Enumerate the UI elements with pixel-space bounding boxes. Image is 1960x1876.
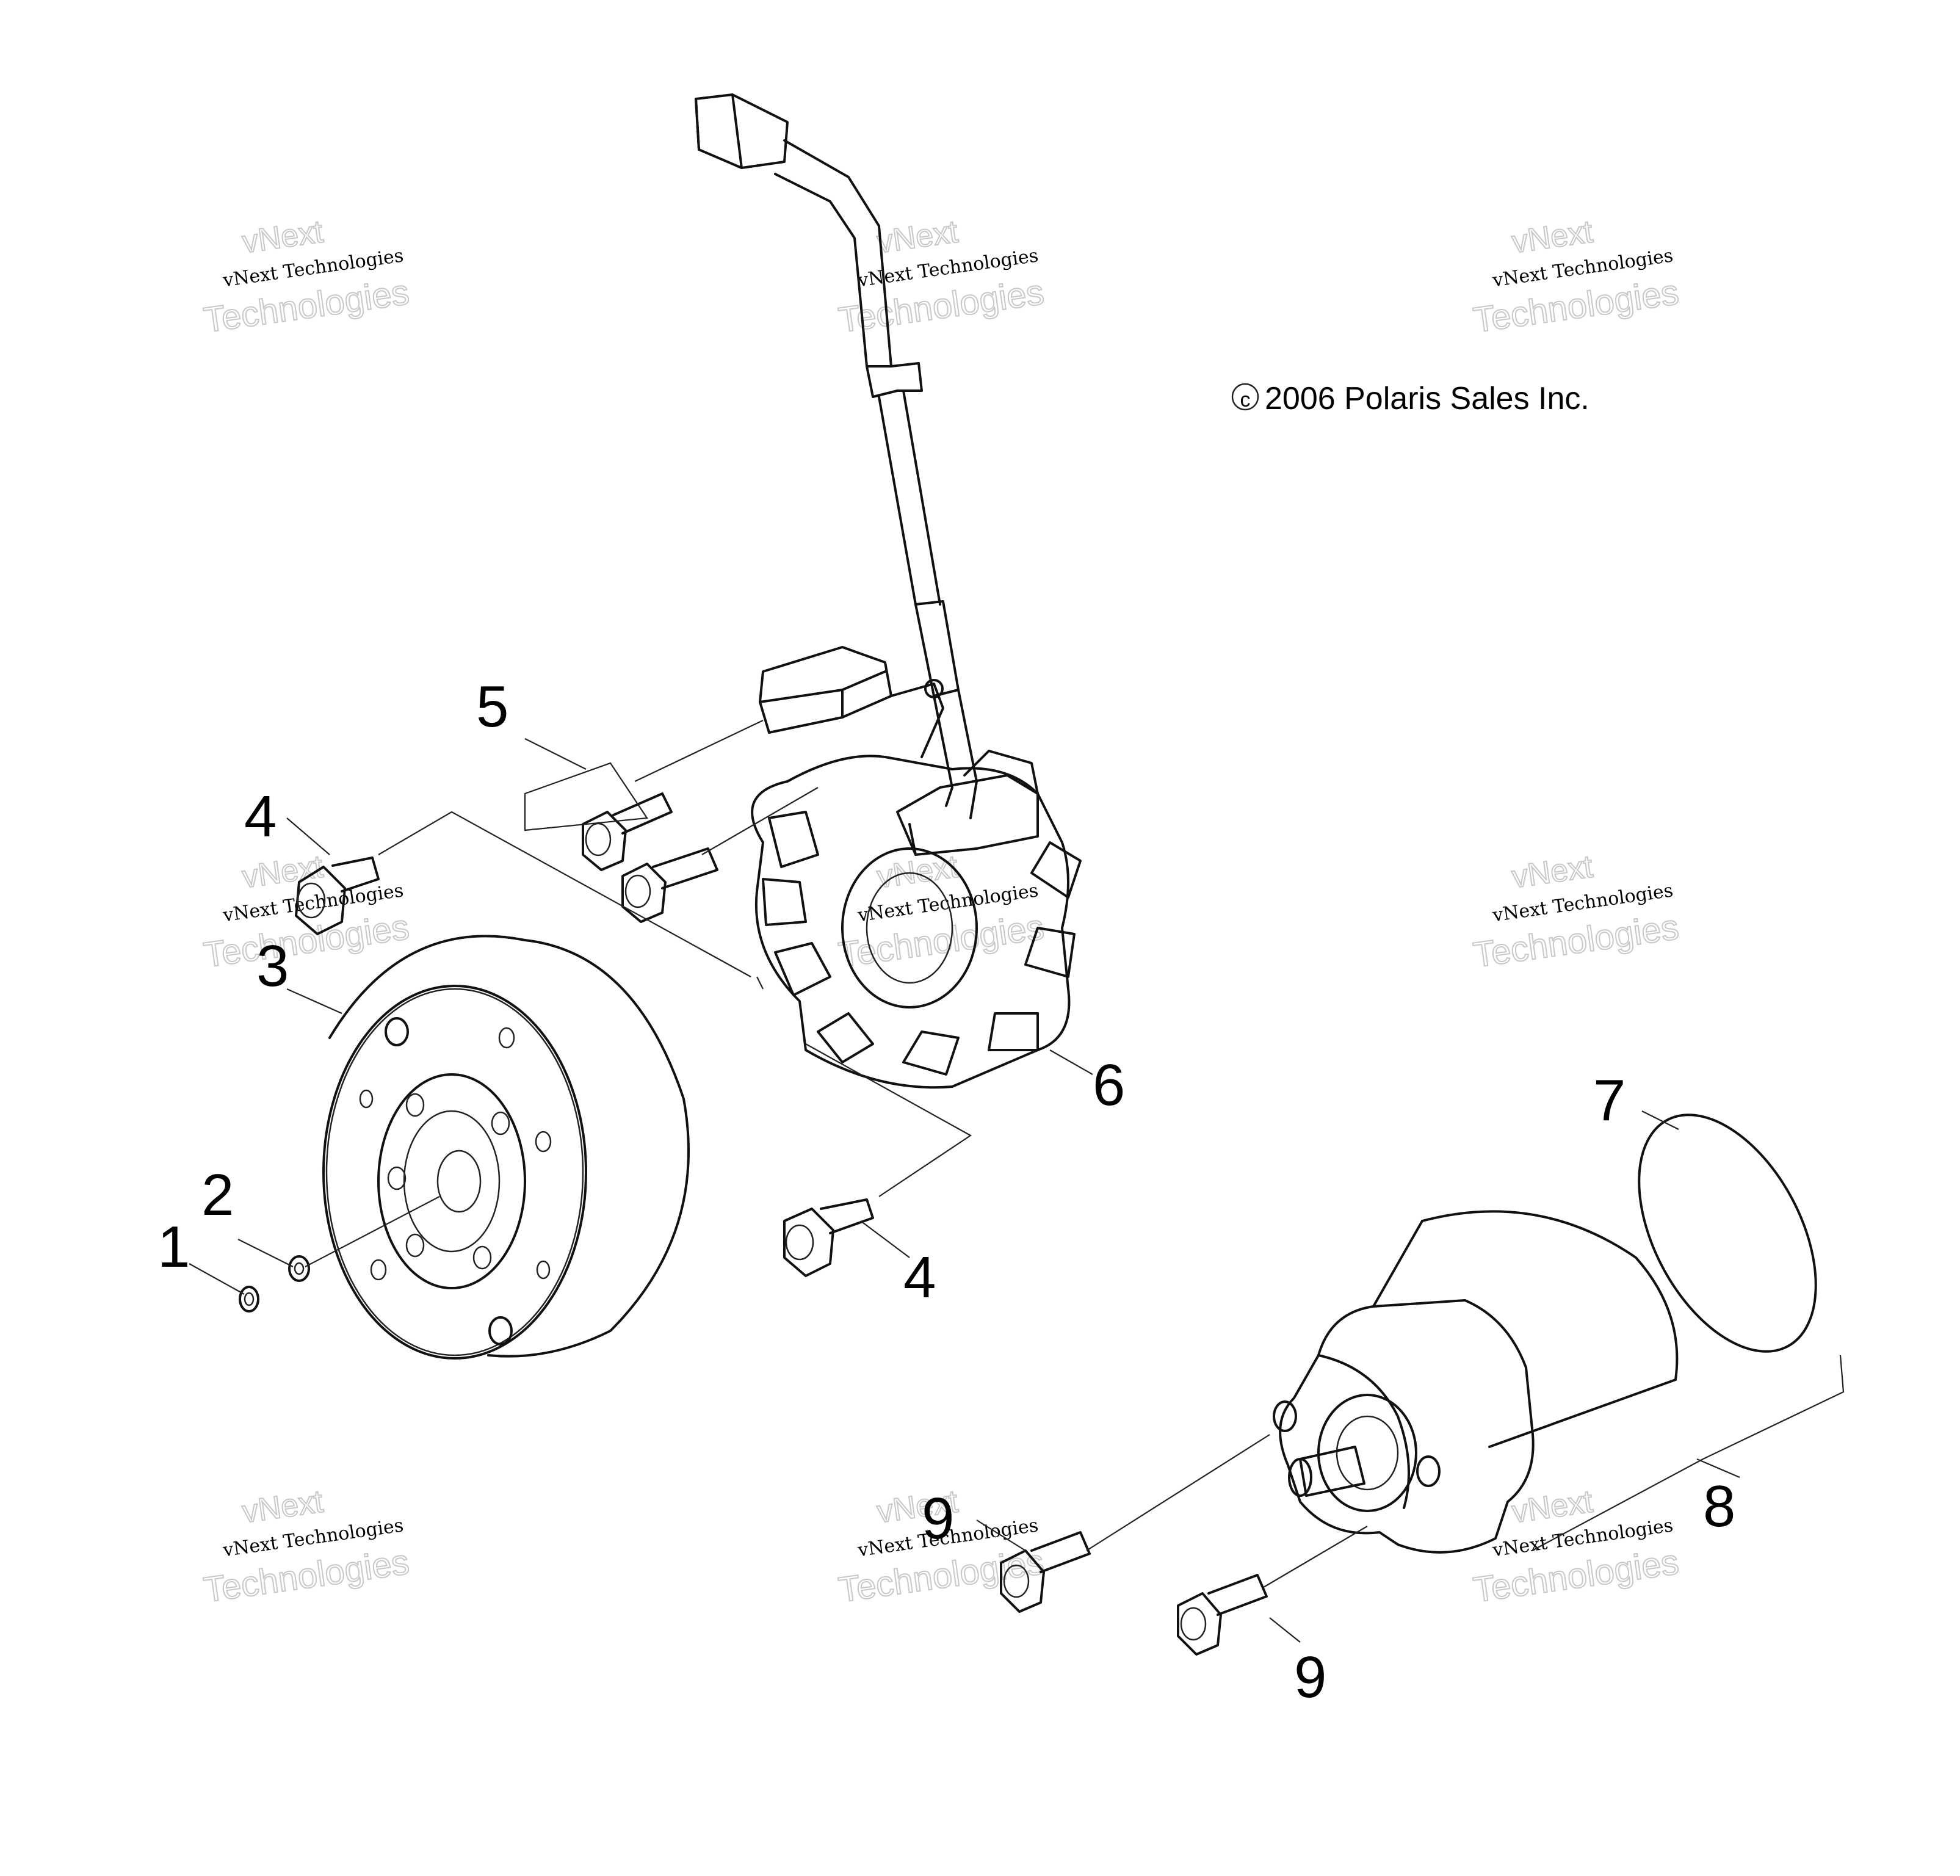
watermark: vNext vNext Technologies Technologies bbox=[836, 213, 1047, 341]
copyright-symbol: c bbox=[1240, 388, 1251, 411]
callout-4-lower: 4 bbox=[903, 1245, 936, 1310]
flywheel-part-3 bbox=[322, 935, 690, 1360]
watermark: vNext vNext Technologies Technologies bbox=[1470, 848, 1682, 976]
bolt-part-4-lower bbox=[783, 1198, 874, 1277]
watermark-brand: vNext bbox=[1510, 214, 1595, 260]
callouts: 1 2 3 4 4 5 6 7 8 9 9 bbox=[157, 674, 1735, 1710]
callout-leaders bbox=[189, 738, 1740, 1643]
copyright-text: 2006 Polaris Sales Inc. bbox=[1265, 381, 1589, 416]
callout-5: 5 bbox=[476, 674, 508, 739]
assembly-lines bbox=[305, 720, 1845, 1588]
watermark: vNext vNext Technologies Technologies bbox=[1470, 213, 1682, 341]
callout-6: 6 bbox=[1093, 1052, 1125, 1118]
callout-9-lower: 9 bbox=[1294, 1645, 1326, 1710]
watermark: vNext vNext Technologies Technologies bbox=[836, 848, 1047, 976]
o-ring-part-7 bbox=[1638, 1114, 1817, 1353]
copyright-circle bbox=[1231, 383, 1259, 411]
bolt-part-4-upper bbox=[295, 857, 380, 935]
stator-part-6 bbox=[751, 646, 1082, 1089]
bolt-part-5-b bbox=[621, 847, 718, 923]
nut-part-1 bbox=[239, 1286, 259, 1313]
callout-8: 8 bbox=[1703, 1474, 1735, 1539]
bolt-part-5-a bbox=[582, 792, 673, 871]
callout-7: 7 bbox=[1593, 1068, 1625, 1133]
watermark: vNext vNext Technologies Technologies bbox=[201, 848, 412, 976]
washer-part-2 bbox=[288, 1255, 310, 1282]
watermark-brand: vNext bbox=[240, 849, 325, 895]
watermark: vNext vNext Technologies Technologies bbox=[201, 1483, 412, 1610]
watermark-brand: vNext bbox=[1510, 849, 1595, 895]
callout-1: 1 bbox=[157, 1214, 190, 1280]
watermark: vNext vNext Technologies Technologies bbox=[201, 213, 412, 341]
watermark-brand: vNext bbox=[875, 849, 960, 895]
starter-motor-part-8 bbox=[1273, 1210, 1679, 1554]
watermark: vNext vNext Technologies Technologies bbox=[1470, 1483, 1682, 1610]
callout-3: 3 bbox=[256, 933, 289, 999]
callout-4-upper: 4 bbox=[244, 784, 277, 849]
watermark-brand: vNext bbox=[240, 1483, 325, 1530]
wiring-harness bbox=[695, 93, 978, 819]
bolt-part-9-b bbox=[1177, 1574, 1268, 1656]
watermark-brand: vNext bbox=[240, 214, 325, 260]
callout-2: 2 bbox=[201, 1162, 234, 1228]
watermark-brand: vNext bbox=[875, 214, 960, 260]
copyright-notice: c 2006 Polaris Sales Inc. bbox=[1231, 381, 1589, 416]
callout-9-upper: 9 bbox=[922, 1486, 954, 1551]
